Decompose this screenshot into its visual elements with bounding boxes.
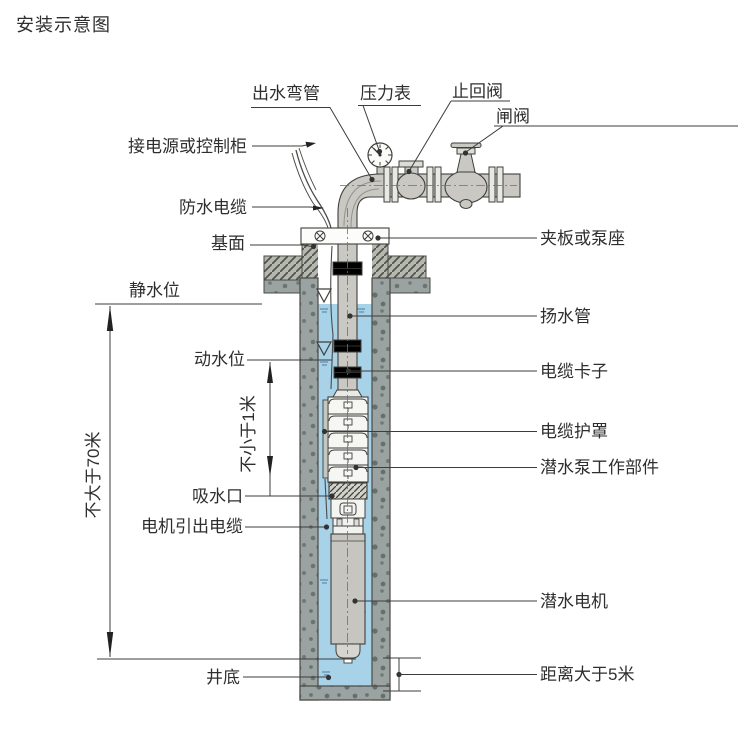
handwheel <box>450 142 482 148</box>
foundation-slab-left-hatch <box>263 255 304 281</box>
seal-section <box>330 498 366 519</box>
leader-power <box>252 143 314 147</box>
reference-lines <box>95 303 356 660</box>
outlet-elbow-graphic <box>337 173 386 231</box>
label-cable-guard: 电缆护罩 <box>540 422 608 441</box>
leader-check-valve <box>409 100 510 171</box>
water-level-symbol-dynamic <box>315 341 333 357</box>
clamp-bolts <box>314 230 374 242</box>
label-well-bottom: 井底 <box>206 668 240 687</box>
pipe-flanges <box>383 166 504 203</box>
dimension-5m-bracket <box>383 657 537 692</box>
dimension-70m <box>106 306 114 657</box>
gate-valve-graphic <box>444 142 488 209</box>
dimension-1m <box>267 362 273 496</box>
water-level-symbol-static <box>315 288 333 304</box>
submersible-motor-graphic <box>330 533 366 664</box>
label-base-surface: 基面 <box>211 234 245 253</box>
label-suction-inlet: 吸水口 <box>192 487 243 506</box>
label-motor-lead-cable: 电机引出电缆 <box>141 517 243 536</box>
pressure-gauge-graphic <box>367 142 393 168</box>
well-wall-right <box>371 277 391 701</box>
label-waterproof-cable: 防水电缆 <box>179 198 247 217</box>
surface-pipework <box>337 142 521 231</box>
motor-bottom-nub <box>343 657 353 664</box>
label-min-submergence-1m: 不小于1米 <box>239 395 258 472</box>
leader-waterproof-cable <box>252 206 322 209</box>
label-check-valve: 止回阀 <box>452 82 503 101</box>
motor-coupling-section <box>332 517 364 535</box>
leader-gate-valve <box>465 125 738 153</box>
leader-arrowheads <box>305 141 324 211</box>
foundation <box>263 243 431 294</box>
label-pressure-gauge: 压力表 <box>360 84 411 103</box>
label-outlet-elbow: 出水弯管 <box>252 84 320 103</box>
pump-stages <box>328 398 368 479</box>
clamp-plate-graphic <box>300 227 390 245</box>
foundation-slab-right-hatch <box>387 255 427 279</box>
waterproof-cable-graphic <box>291 147 334 520</box>
label-max-depth-70m: 不大于70米 <box>84 432 103 519</box>
suction-strainer <box>328 482 368 500</box>
well-wall-left <box>299 277 319 701</box>
foundation-slab-left-base <box>263 279 304 294</box>
foundation-pier-left <box>301 243 320 281</box>
leader-dots <box>310 148 469 681</box>
foundation-pier-right <box>370 243 389 281</box>
label-power-or-cabinet: 接电源或控制柜 <box>128 137 247 156</box>
leader-base-surface <box>250 244 313 247</box>
page-title: 安装示意图 <box>16 15 111 35</box>
foundation-slab-right-base <box>385 277 431 294</box>
leader-outlet-elbow <box>251 107 372 179</box>
pump-unit <box>322 389 369 664</box>
downhole-cable <box>330 245 334 390</box>
well-bottom-slab <box>299 685 391 701</box>
label-dynamic-water-level: 动水位 <box>194 350 245 369</box>
label-submersible-motor: 潜水电机 <box>540 592 608 611</box>
label-static-water-level: 静水位 <box>129 281 180 300</box>
leader-pressure-gauge <box>358 105 421 151</box>
leader-lines <box>243 100 738 678</box>
label-clamp-or-pump-seat: 夹板或泵座 <box>540 229 625 248</box>
label-distance-gt-5m: 距离大于5米 <box>540 665 634 684</box>
label-cable-clip: 电缆卡子 <box>540 362 608 381</box>
label-pump-working-parts: 潜水泵工作部件 <box>540 458 659 477</box>
check-valve-graphic <box>396 160 426 200</box>
cable-guard-graphic <box>322 399 329 479</box>
label-riser-pipe: 扬水管 <box>540 307 591 326</box>
label-gate-valve: 闸阀 <box>496 107 530 126</box>
